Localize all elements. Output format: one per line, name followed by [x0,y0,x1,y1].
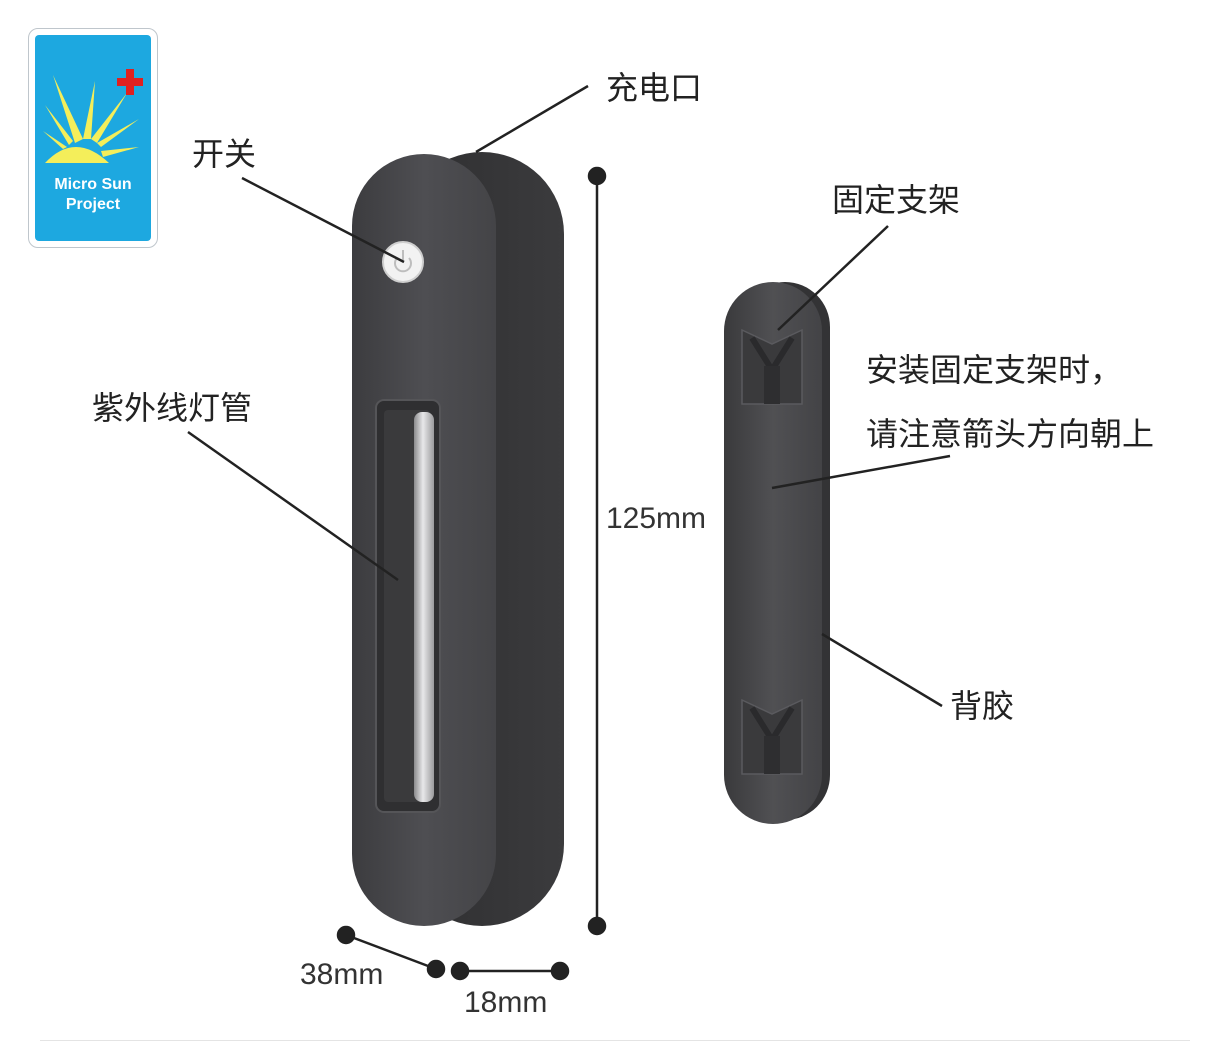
red-cross-icon [117,69,143,95]
leader-switch [241,176,405,264]
bracket-clip-top [741,328,803,405]
label-bracket: 固定支架 [832,181,961,219]
leader-install-note [771,454,951,490]
label-charge-port: 充电口 [606,69,703,107]
dim-height-label: 125mm [606,502,707,535]
dim-height-dot-bottom [587,916,607,936]
micro-sun-logo: Micro Sun Project [28,28,158,248]
label-install-note-line2: 请注意箭头方向朝上 [866,415,1155,453]
logo-panel: Micro Sun Project [35,35,151,241]
uv-tube [414,412,434,802]
dimension-lines [336,166,607,981]
leader-adhesive [821,632,943,708]
label-uv-tube: 紫外线灯管 [92,389,253,427]
dim-depth-label: 18mm [464,986,548,1019]
label-install-note-line1: 安装固定支架时， [866,351,1123,389]
leader-bracket [777,225,889,331]
dim-width-label: 38mm [300,958,384,991]
leader-charge-port [475,84,589,154]
label-adhesive: 背胶 [950,687,1015,725]
leader-uv-tube [187,430,399,582]
dim-depth-dot-right [550,961,570,981]
uv-tube-window [375,399,441,813]
sun-rays-icon [43,75,139,163]
dim-width-dot-right [426,959,446,979]
dim-height-dot-top [587,166,607,186]
dim-width-line [345,933,437,971]
dim-width-dot-left [336,925,356,945]
bottom-divider [40,1040,1190,1041]
mounting-bracket [724,282,830,824]
logo-text-line1: Micro Sun [54,176,132,193]
dim-depth-dot-left [450,961,470,981]
label-switch: 开关 [192,135,257,173]
leader-lines [187,84,951,708]
bracket-clip-bottom [741,698,803,775]
logo-text-line2: Project [65,196,121,213]
